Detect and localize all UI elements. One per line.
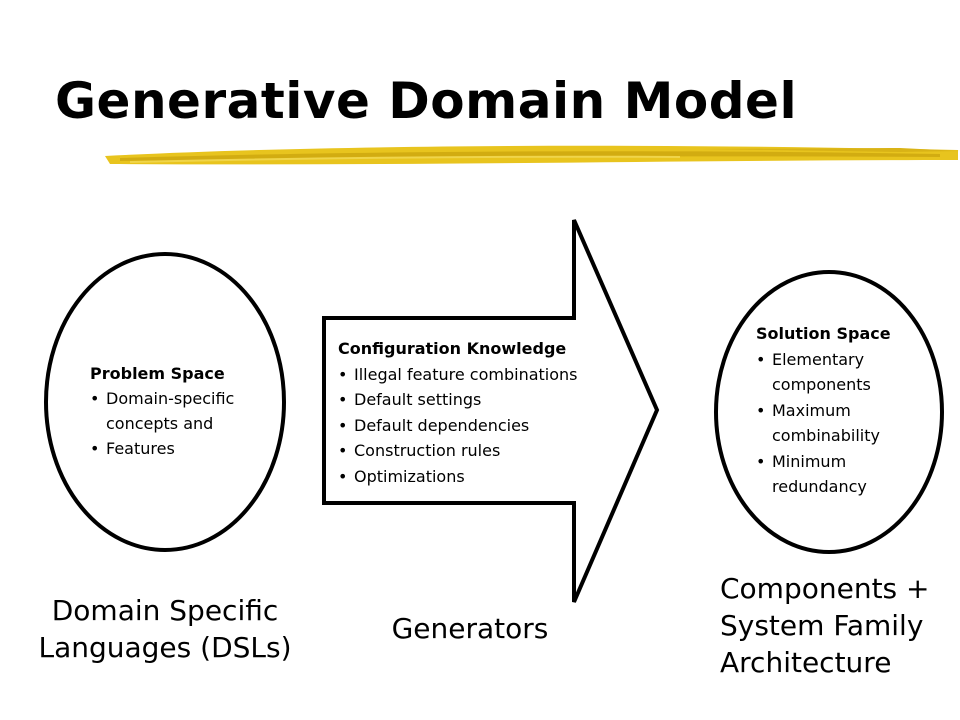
caption-components: Components + System Family Architecture	[720, 570, 945, 681]
problem-space-item: Features	[90, 436, 276, 461]
title-underline-brush	[105, 145, 960, 165]
solution-space-text: Solution Space Elementary components Max…	[756, 321, 916, 500]
caption-generators: Generators	[391, 612, 549, 645]
problem-space-text: Problem Space Domain-specific concepts a…	[90, 361, 276, 461]
configuration-knowledge-item: Default settings	[338, 387, 578, 413]
slide-title: Generative Domain Model	[55, 72, 798, 130]
configuration-knowledge-item: Construction rules	[338, 438, 578, 464]
solution-space-heading: Solution Space	[756, 324, 891, 343]
configuration-knowledge-item: Default dependencies	[338, 413, 578, 439]
caption-dsl-text: Domain Specific Languages (DSLs)	[38, 594, 292, 664]
caption-dsl: Domain Specific Languages (DSLs)	[30, 592, 300, 666]
configuration-knowledge-text: Configuration Knowledge Illegal feature …	[338, 336, 578, 489]
problem-space-heading: Problem Space	[90, 364, 225, 383]
solution-space-item: Elementary components	[756, 347, 900, 398]
configuration-knowledge-heading: Configuration Knowledge	[338, 339, 567, 358]
problem-space-item: Domain-specific concepts and	[90, 386, 276, 436]
configuration-knowledge-item: Illegal feature combinations	[338, 362, 578, 388]
configuration-knowledge-item: Optimizations	[338, 464, 578, 490]
caption-components-text: Components + System Family Architecture	[720, 572, 930, 679]
solution-space-item: Maximum combinability	[756, 398, 900, 449]
solution-space-item: Minimum redundancy	[756, 449, 900, 500]
